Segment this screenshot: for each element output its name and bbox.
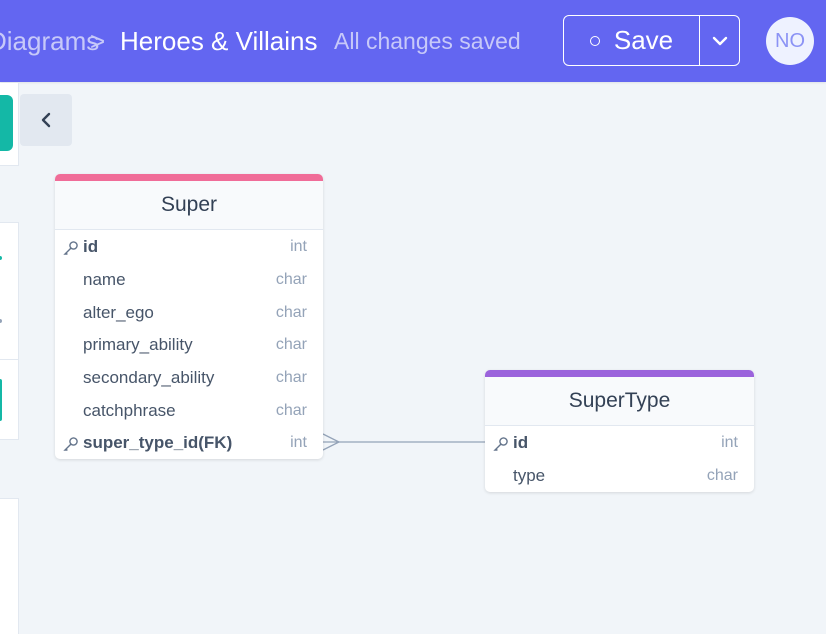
key-icon [493, 437, 508, 451]
sidebar-indicator [0, 319, 2, 323]
table-title[interactable]: SuperType [485, 377, 754, 426]
chevron-left-icon [41, 112, 51, 128]
circle-icon [589, 35, 600, 46]
field-name: type [513, 466, 546, 486]
field-type: char [275, 303, 307, 321]
sidebar-section [0, 439, 19, 499]
sidebar-section [0, 165, 19, 223]
table-row[interactable]: name char [55, 264, 323, 297]
field-name: primary_ability [83, 335, 193, 355]
field-type: char [275, 271, 307, 289]
table-accent-bar [485, 370, 754, 377]
table-row[interactable]: id int [55, 231, 323, 264]
table-title[interactable]: Super [55, 181, 323, 230]
field-name: alter_ego [83, 302, 154, 322]
breadcrumb-diagrams-link[interactable]: Diagrams [0, 26, 100, 56]
sidebar-divider [0, 359, 19, 360]
table-row[interactable]: secondary_ability char [55, 362, 323, 395]
save-status: All changes saved [334, 28, 521, 54]
diagram-title[interactable]: Heroes & Villains [120, 26, 318, 56]
field-type: char [706, 467, 738, 485]
table-row[interactable]: catchphrase char [55, 394, 323, 427]
sidebar-indicator [0, 256, 2, 260]
table-row[interactable]: alter_ego char [55, 296, 323, 329]
chevron-down-icon [712, 36, 727, 45]
sidebar [0, 83, 19, 634]
breadcrumb-separator: > [90, 26, 106, 56]
table-row[interactable]: type char [485, 460, 754, 492]
table-accent-bar [55, 174, 323, 181]
field-name: secondary_ability [83, 368, 215, 388]
top-bar: Diagrams > Heroes & Villains All changes… [0, 0, 826, 82]
field-type: int [290, 238, 307, 256]
field-type: int [290, 434, 307, 452]
field-name: name [83, 270, 126, 290]
field-type: char [275, 401, 307, 419]
sidebar-active-marker [0, 379, 2, 421]
table-row[interactable]: id int [485, 427, 754, 460]
field-name: catchphrase [83, 400, 176, 420]
field-type: char [275, 336, 307, 354]
table-row[interactable]: primary_ability char [55, 329, 323, 362]
key-icon [63, 241, 78, 255]
field-name: super_type_id(FK) [83, 433, 233, 453]
avatar[interactable]: NO [766, 17, 814, 65]
field-type: int [721, 434, 738, 452]
save-dropdown-button[interactable] [700, 16, 739, 65]
save-button-group: Save [563, 15, 740, 66]
key-icon [63, 437, 78, 451]
sidebar-primary-button[interactable] [0, 95, 13, 151]
save-button[interactable]: Save [564, 16, 700, 65]
field-name: id [513, 433, 529, 453]
field-type: char [275, 369, 307, 387]
collapse-sidebar-button[interactable] [20, 94, 72, 146]
field-name: id [83, 237, 99, 257]
table-supertype[interactable]: SuperType id int type char [485, 370, 754, 492]
save-button-label: Save [613, 25, 674, 55]
table-row[interactable]: super_type_id(FK) int [55, 427, 323, 459]
